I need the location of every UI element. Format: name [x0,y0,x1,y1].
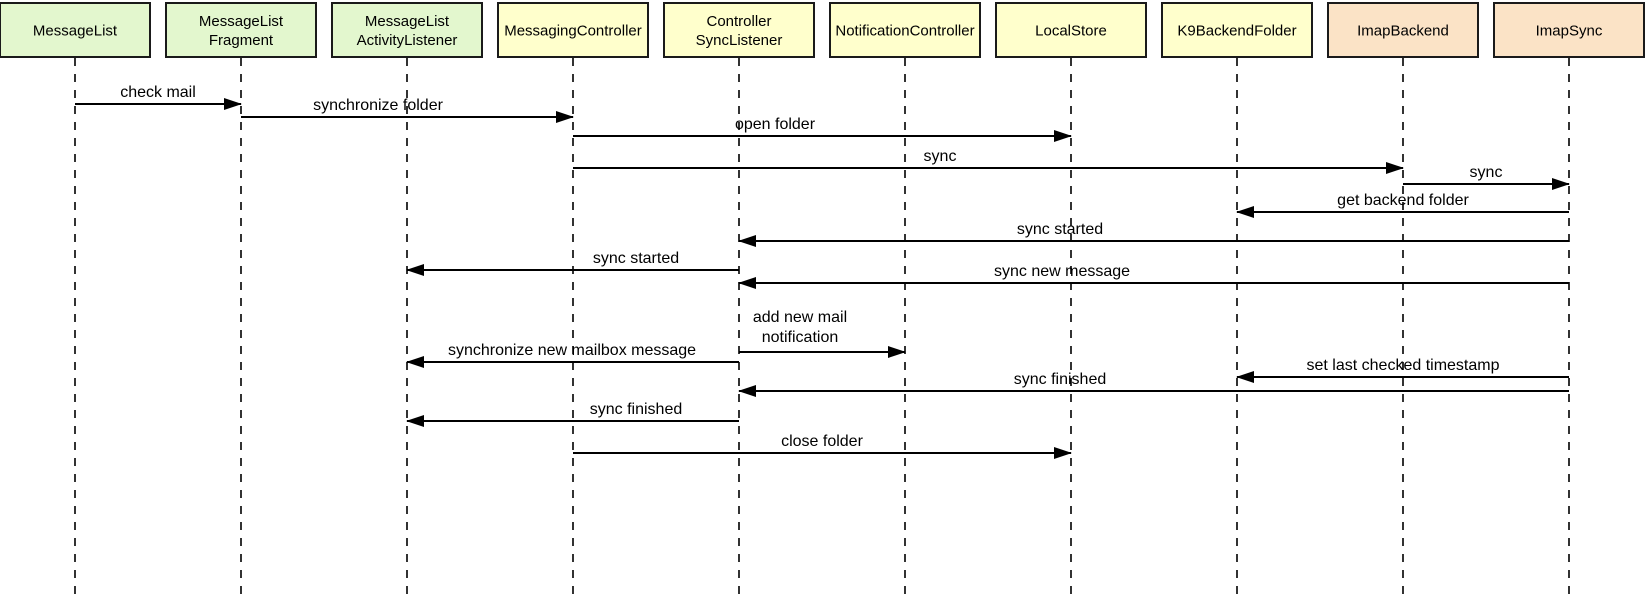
participant-label-notification-controller: NotificationController [835,23,974,40]
participant-label-message-list-activity-listener: ActivityListener [357,32,458,49]
message-label-sync-finished-controller: sync finished [1014,371,1107,388]
message-label-add-new-mail-notification: add new mail [753,309,847,326]
participant-label-local-store: LocalStore [1035,23,1107,40]
message-label-sync-to-backend: sync [924,148,957,165]
participant-label-imap-sync: ImapSync [1536,23,1603,40]
lifelines-layer [74,58,1570,602]
messages-layer: check mail synchronize folder open folder s… [75,84,1570,459]
message-label-sync-new-message: sync new message [994,263,1130,280]
message-label-sync-to-imapsync: sync [1470,164,1503,181]
participant-box-message-list-fragment [165,2,317,58]
message-label-add-new-mail-notification: notification [762,329,839,346]
participant-box-local-store [995,2,1147,58]
message-label-sync-started-activity: sync started [593,250,679,267]
participant-box-message-list-activity-listener [331,2,483,58]
participant-label-imap-backend: ImapBackend [1357,23,1449,40]
participant-box-messaging-controller [497,2,649,58]
participant-box-imap-sync [1493,2,1645,58]
participant-label-controller-sync-listener: SyncListener [696,32,783,49]
message-label-sync-finished-activity: sync finished [590,401,683,418]
participant-label-message-list-activity-listener: MessageList [365,13,450,30]
participant-box-controller-sync-listener [663,2,815,58]
participant-box-imap-backend [1327,2,1479,58]
message-label-set-last-checked-timestamp: set last checked timestamp [1307,357,1500,374]
participants-layer: MessageListMessageListFragmentMessageLis… [0,2,1645,58]
participant-label-messaging-controller: MessagingController [504,23,642,40]
message-label-close-folder: close folder [781,433,863,450]
participant-label-message-list-fragment: MessageList [199,13,284,30]
participant-label-k9-backend-folder: K9BackendFolder [1177,23,1296,40]
message-label-sync-started-controller: sync started [1017,221,1103,238]
message-label-open-folder: open folder [735,116,816,133]
message-label-check-mail: check mail [120,84,196,101]
participant-label-message-list: MessageList [33,23,118,40]
participant-box-notification-controller [829,2,981,58]
participant-label-controller-sync-listener: Controller [706,13,771,30]
participant-label-message-list-fragment: Fragment [209,32,274,49]
message-label-synchronize-folder: synchronize folder [313,97,444,114]
message-label-synchronize-new-mailbox-message: synchronize new mailbox message [448,342,696,359]
message-label-get-backend-folder: get backend folder [1337,192,1469,209]
participant-box-message-list [0,2,151,58]
participant-box-k9-backend-folder [1161,2,1313,58]
